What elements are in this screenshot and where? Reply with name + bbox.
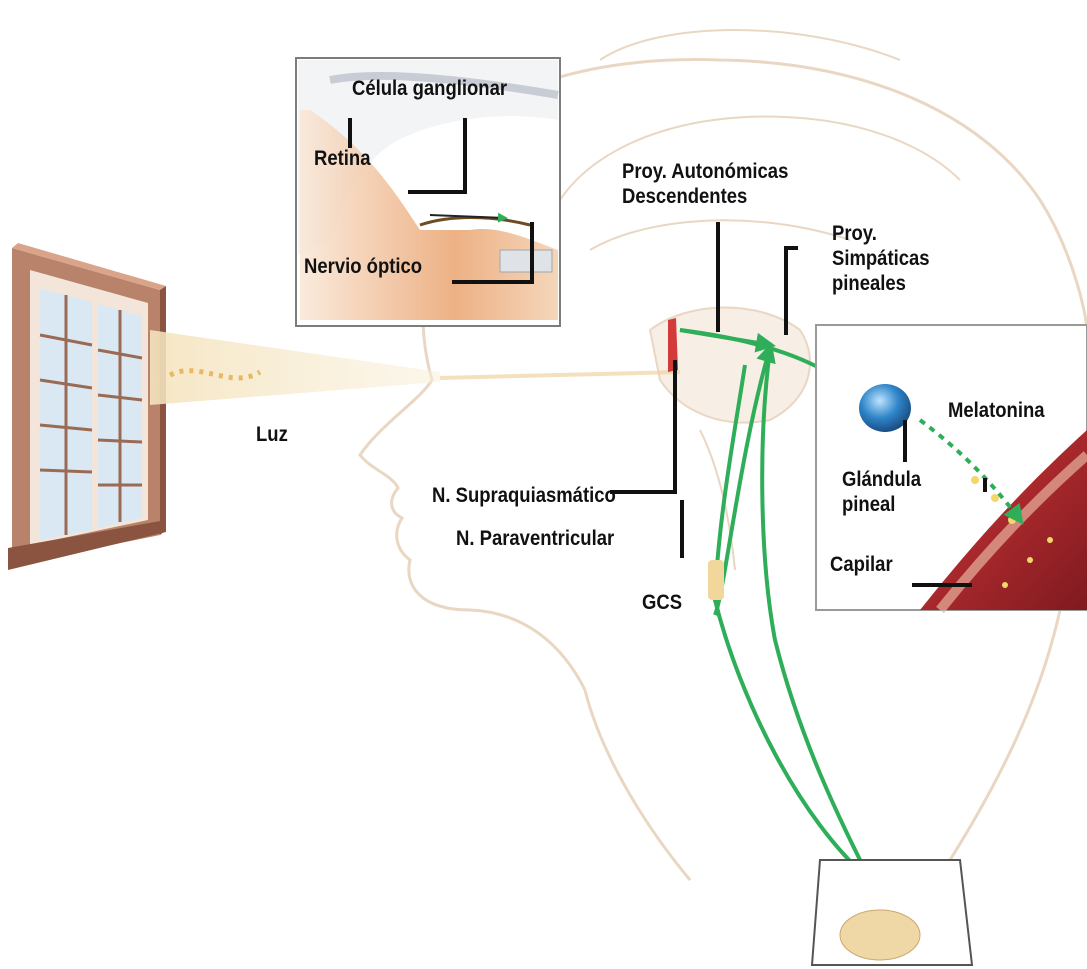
label-proy-simpaticas-line2: Simpáticas [832, 247, 930, 272]
label-proy-simpaticas-line1: Proy. [832, 222, 930, 247]
label-gcs: GCS [642, 592, 682, 613]
label-melatonina: Melatonina [948, 400, 1045, 421]
label-proy-autonomicas: Proy. Autonómicas Descendentes [622, 160, 788, 210]
window-illustration [8, 243, 166, 570]
label-celula-ganglionar: Célula ganglionar [352, 78, 507, 99]
label-proy-simpaticas-line3: pineales [832, 272, 930, 297]
spinal-section [812, 860, 972, 965]
label-proy-simpaticas: Proy. Simpáticas pineales [832, 222, 930, 296]
light-beam [150, 330, 680, 405]
label-n-supraquiasmatico: N. Supraquiasmático [432, 485, 616, 506]
label-n-paraventricular: N. Paraventricular [456, 528, 614, 549]
label-glandula-line2: pineal [842, 493, 921, 518]
label-retina: Retina [314, 148, 370, 169]
label-nervio-optico: Nervio óptico [304, 256, 422, 277]
label-proy-autonomicas-line2: Descendentes [622, 185, 788, 210]
label-proy-autonomicas-line1: Proy. Autonómicas [622, 160, 788, 185]
gcs-ganglion [708, 560, 724, 600]
label-glandula-line1: Glándula [842, 468, 921, 493]
label-luz: Luz [256, 424, 288, 445]
label-glandula-pineal: Glándula pineal [842, 468, 921, 518]
label-capilar: Capilar [830, 554, 893, 575]
